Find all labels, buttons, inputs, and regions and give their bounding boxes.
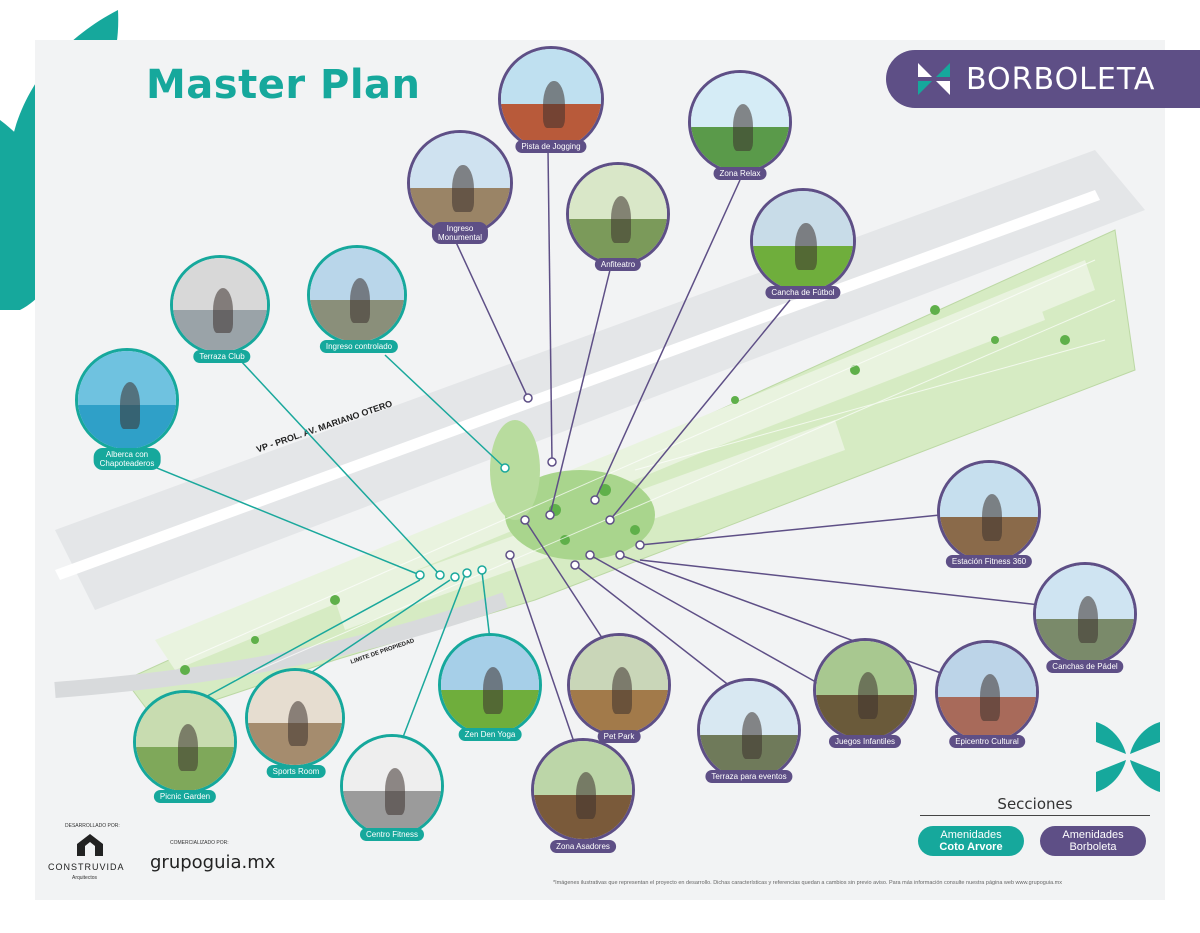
photo-figure — [732, 104, 754, 151]
anfiteatro-label[interactable]: Anfiteatro — [594, 258, 642, 271]
photo-figure — [177, 724, 199, 771]
photo-figure — [543, 80, 565, 129]
terraza-eventos-photo — [697, 678, 801, 782]
page-title: Master Plan — [146, 62, 421, 108]
ingreso-controlado-label[interactable]: Ingreso controlado — [319, 340, 399, 353]
canchas-padel-label[interactable]: Canchas de Pádel — [1046, 660, 1124, 673]
pista-jogging-label[interactable]: Pista de Jogging — [515, 140, 587, 153]
photo-figure — [979, 674, 1001, 721]
photo-figure — [611, 667, 633, 714]
legend-teal-line2: Coto Arvore — [939, 841, 1003, 853]
juegos-label[interactable]: Juegos Infantiles — [828, 735, 902, 748]
construvida-logo-icon — [77, 834, 103, 856]
photo-figure — [350, 278, 370, 323]
photo-figure — [857, 672, 879, 719]
legend-purple-line1: Amenidades — [1062, 829, 1124, 841]
pista-jogging-photo — [498, 46, 604, 152]
developer-name: CONSTRUVIDA — [48, 862, 125, 872]
grupoguia-logo: grupoguia.mx — [150, 852, 276, 873]
epicentro-label[interactable]: Epicentro Cultural — [949, 735, 1025, 748]
alberca-label[interactable]: Alberca con Chapoteaderos — [93, 448, 161, 470]
photo-figure — [119, 382, 141, 429]
brand-banner — [886, 50, 1200, 108]
sports-room-photo — [245, 668, 345, 768]
juegos-photo — [813, 638, 917, 742]
photo-figure — [452, 164, 474, 213]
photo-figure — [482, 667, 504, 714]
legend-divider — [920, 815, 1150, 816]
zona-relax-photo — [688, 70, 792, 174]
estacion-fitness-label[interactable]: Estación Fitness 360 — [945, 555, 1033, 568]
developer-sub: Arquitectos — [72, 875, 98, 881]
epicentro-photo — [935, 640, 1039, 744]
zona-relax-label[interactable]: Zona Relax — [713, 167, 767, 180]
zona-asadores-photo — [531, 738, 635, 842]
legend-teal-line1: Amenidades — [940, 829, 1002, 841]
legend-purple-line2: Borboleta — [1069, 841, 1117, 853]
commercial-label: COMERCIALIZADO POR: — [170, 840, 229, 846]
cancha-futbol-photo — [750, 188, 856, 294]
picnic-photo — [133, 690, 237, 794]
terraza-club-label[interactable]: Terraza Club — [193, 350, 251, 363]
cancha-futbol-label[interactable]: Cancha de Fútbol — [765, 286, 841, 299]
pet-park-label[interactable]: Pet Park — [597, 730, 641, 743]
brand-name: BORBOLETA — [966, 62, 1156, 97]
estacion-fitness-photo — [937, 460, 1041, 564]
pet-park-photo — [567, 633, 671, 737]
photo-figure — [213, 288, 233, 333]
terraza-club-photo — [170, 255, 270, 355]
zen-den-label[interactable]: Zen Den Yoga — [458, 728, 522, 741]
legend-borboleta: Amenidades Borboleta — [1040, 826, 1146, 856]
centro-fitness-photo — [340, 734, 444, 838]
picnic-label[interactable]: Picnic Garden — [153, 790, 217, 803]
ingreso-monumental-label[interactable]: Ingreso Monumental — [431, 222, 489, 244]
legend-title: Secciones — [997, 795, 1073, 813]
zen-den-photo — [438, 633, 542, 737]
photo-figure — [610, 196, 632, 243]
photo-figure — [288, 701, 308, 746]
ingreso-monumental-photo — [407, 130, 513, 236]
photo-figure — [981, 494, 1003, 541]
photo-figure — [795, 222, 817, 271]
photo-figure — [1077, 596, 1099, 643]
canchas-padel-photo — [1033, 562, 1137, 666]
disclaimer-text: *Imágenes ilustrativas que representan e… — [553, 880, 1063, 886]
terraza-eventos-label[interactable]: Terraza para eventos — [705, 770, 793, 783]
sports-room-label[interactable]: Sports Room — [266, 765, 326, 778]
anfiteatro-photo — [566, 162, 670, 266]
developer-label: DESARROLLADO POR: — [65, 823, 120, 829]
ingreso-controlado-photo — [307, 245, 407, 345]
legend-coto-arvore: Amenidades Coto Arvore — [918, 826, 1024, 856]
butterfly-decoration-icon — [1096, 722, 1160, 792]
alberca-photo — [75, 348, 179, 452]
centro-fitness-label[interactable]: Centro Fitness — [359, 828, 425, 841]
photo-figure — [575, 772, 597, 819]
zona-asadores-label[interactable]: Zona Asadores — [550, 840, 616, 853]
photo-figure — [741, 712, 763, 759]
photo-figure — [384, 768, 406, 815]
butterfly-logo-icon — [918, 63, 950, 95]
